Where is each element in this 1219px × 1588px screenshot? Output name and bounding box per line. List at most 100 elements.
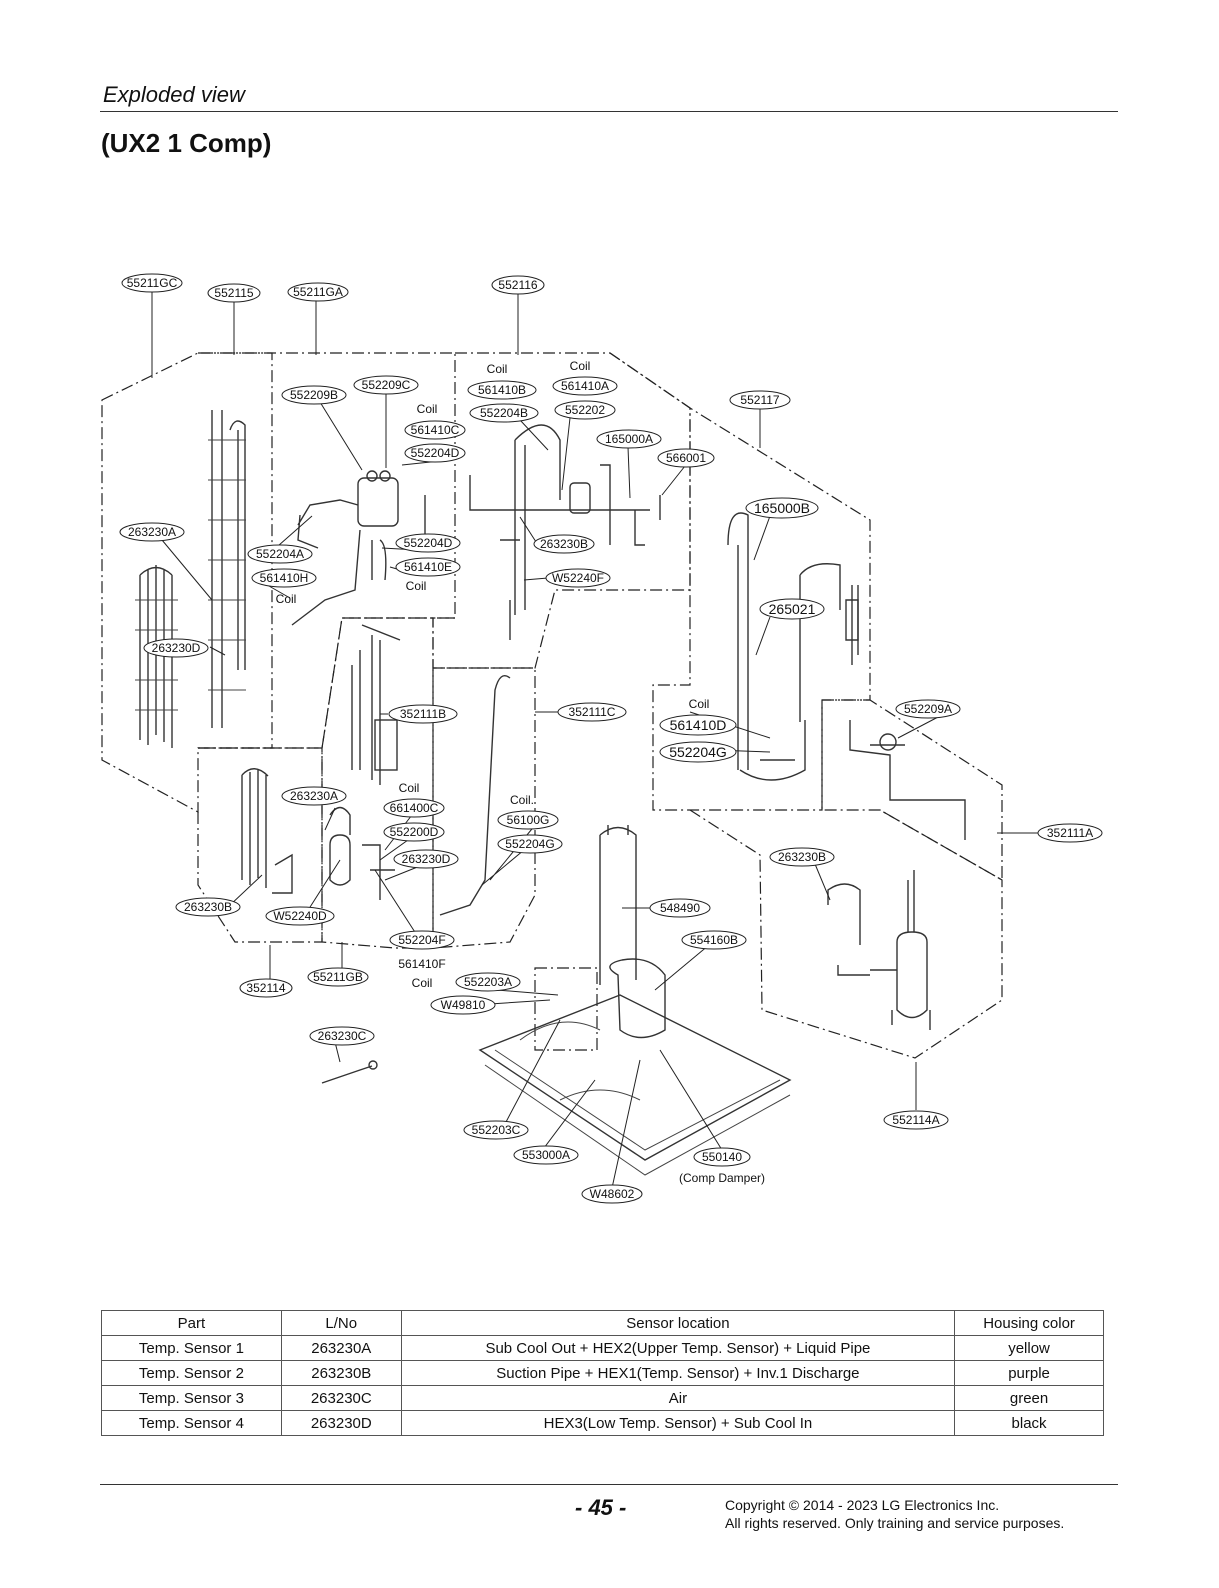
callout-label: 550140 xyxy=(702,1150,742,1164)
callout-label: 263230A xyxy=(128,525,176,539)
callout-label: 352111B xyxy=(400,707,446,721)
comp-damper-note: (Comp Damper) xyxy=(679,1171,765,1185)
callout-labels: 55211GC 552115 55211GA 552116 552209C 55… xyxy=(127,276,1093,1201)
callout-label: 263230B xyxy=(540,537,588,551)
coil-label: Coil xyxy=(487,362,508,376)
leader-lines xyxy=(151,291,1040,1189)
coil-label: Coil. xyxy=(510,793,534,807)
table-cell: Suction Pipe + HEX1(Temp. Sensor) + Inv.… xyxy=(400,1360,956,1386)
callout-label: 561410A xyxy=(561,379,609,393)
callout-label: 552204G xyxy=(669,744,727,760)
callout-label: 263230D xyxy=(152,641,201,655)
table-cell: Air xyxy=(400,1385,956,1411)
table-cell: 263230D xyxy=(280,1410,402,1436)
callout-label: 552203C xyxy=(472,1123,521,1137)
callout-label: 552202 xyxy=(565,403,605,417)
page-number: - 45 - xyxy=(575,1495,627,1520)
table-cell: Temp. Sensor 2 xyxy=(101,1360,282,1386)
callout-label: 55211GA xyxy=(293,285,343,299)
callout-label: 554160B xyxy=(690,933,738,947)
table-row: Temp. Sensor 1 263230A Sub Cool Out + HE… xyxy=(101,1335,1104,1361)
callout-label: 561410F xyxy=(398,957,445,971)
callout-label: 263230C xyxy=(318,1029,367,1043)
sensor-table: Part L/No Sensor location Housing color … xyxy=(101,1310,1104,1436)
table-header-row: Part L/No Sensor location Housing color xyxy=(101,1310,1104,1336)
table-row: Temp. Sensor 2 263230B Suction Pipe + HE… xyxy=(101,1360,1104,1386)
table-cell: purple xyxy=(954,1360,1104,1386)
group-frames xyxy=(101,352,1003,1059)
column-header-lno: L/No xyxy=(280,1310,402,1336)
callout-label: 561410H xyxy=(260,571,309,585)
callout-label: 561410C xyxy=(411,423,460,437)
exploded-view-diagram: 55211GC 552115 55211GA 552116 552209C 55… xyxy=(101,273,1103,1204)
callout-label: 552204B xyxy=(480,406,528,420)
callout-label: 552204F xyxy=(398,933,445,947)
callout-label: 548490 xyxy=(660,901,700,915)
callout-label: W52240D xyxy=(273,909,327,923)
footer-rule xyxy=(100,1484,1118,1485)
callout-label: 552209A xyxy=(904,702,952,716)
callout-label: 352111A xyxy=(1047,826,1093,840)
table-cell: Sub Cool Out + HEX2(Upper Temp. Sensor) … xyxy=(400,1335,956,1361)
coil-annotations: Coil Coil Coil Coil Coil Coil Coil Coil.… xyxy=(276,359,765,1185)
table-cell: 263230C xyxy=(280,1385,402,1411)
callout-label: 352111C xyxy=(569,705,616,719)
table-cell: 263230B xyxy=(280,1360,402,1386)
callout-label: 552115 xyxy=(214,286,253,300)
callout-label: 552204D xyxy=(411,446,460,460)
callout-label: 165000B xyxy=(754,500,810,516)
callout-label: 553000A xyxy=(522,1148,570,1162)
callout-label: 552204D xyxy=(404,536,453,550)
callout-ovals xyxy=(119,273,1103,1204)
column-header-part: Part xyxy=(101,1310,282,1336)
table-row: Temp. Sensor 4 263230D HEX3(Low Temp. Se… xyxy=(101,1410,1104,1436)
callout-label: W49810 xyxy=(441,998,486,1012)
callout-label: 552116 xyxy=(498,278,537,292)
coil-label: Coil xyxy=(276,592,297,606)
part-drawings xyxy=(135,410,966,1176)
coil-label: Coil xyxy=(399,781,420,795)
coil-label: Coil xyxy=(406,579,427,593)
callout-label: 55211GC xyxy=(127,276,178,290)
page-heading: (UX2 1 Comp) xyxy=(101,128,272,158)
copyright-line: Copyright © 2014 - 2023 LG Electronics I… xyxy=(725,1497,1000,1513)
callout-label: 552203A xyxy=(464,975,512,989)
callout-label: 661400C xyxy=(390,801,439,815)
table-cell: yellow xyxy=(954,1335,1104,1361)
table-cell: Temp. Sensor 4 xyxy=(101,1410,282,1436)
callout-label: 263230D xyxy=(402,852,451,866)
column-header-sensor-location: Sensor location xyxy=(400,1310,956,1336)
callout-label: W52240F xyxy=(552,571,604,585)
callout-label: 552204G xyxy=(505,837,554,851)
callout-label: 552200D xyxy=(390,825,439,839)
table-cell: Temp. Sensor 3 xyxy=(101,1385,282,1411)
callout-label: 55211GB xyxy=(313,970,363,984)
rights-line: All rights reserved. Only training and s… xyxy=(725,1515,1065,1531)
callout-label: 561410B xyxy=(478,383,526,397)
callout-label: 265021 xyxy=(769,601,816,617)
table-cell: Temp. Sensor 1 xyxy=(101,1335,282,1361)
copyright-notice: Copyright © 2014 - 2023 LG Electronics I… xyxy=(725,1496,1064,1532)
callout-label: 552209B xyxy=(290,388,338,402)
callout-label: 561410E xyxy=(404,560,452,574)
coil-label: Coil xyxy=(570,359,591,373)
table-cell: green xyxy=(954,1385,1104,1411)
header-rule xyxy=(100,111,1118,112)
coil-label: Coil xyxy=(417,402,438,416)
callout-label: 263230A xyxy=(290,789,338,803)
callout-label: 552209C xyxy=(362,378,411,392)
callout-label: 263230B xyxy=(184,900,232,914)
section-title: Exploded view xyxy=(103,82,245,107)
column-header-housing-color: Housing color xyxy=(954,1310,1104,1336)
table-cell: HEX3(Low Temp. Sensor) + Sub Cool In xyxy=(400,1410,956,1436)
table-row: Temp. Sensor 3 263230C Air green xyxy=(101,1385,1104,1411)
coil-label: Coil xyxy=(689,697,710,711)
callout-label: 552114A xyxy=(892,1113,939,1127)
callout-label: 56100G xyxy=(507,813,550,827)
callout-label: 552204A xyxy=(256,547,304,561)
callout-label: 263230B xyxy=(778,850,826,864)
callout-label: 566001 xyxy=(666,451,706,465)
coil-label: Coil xyxy=(412,976,433,990)
callout-label: 561410D xyxy=(670,717,727,733)
table-cell: black xyxy=(954,1410,1104,1436)
